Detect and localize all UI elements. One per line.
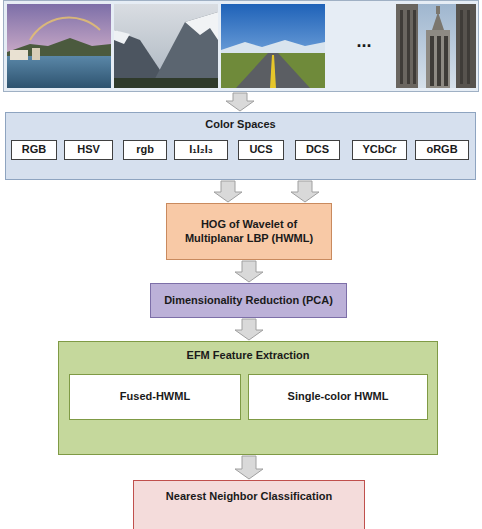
box-label: HSV xyxy=(74,143,103,156)
band-heading: EFM Feature Extraction xyxy=(184,349,313,362)
block-arrow xyxy=(235,261,263,282)
color-space-box: I₁I₂I₃ xyxy=(174,140,228,160)
color-space-box: UCS xyxy=(238,140,284,160)
box-label: ... xyxy=(334,31,394,53)
box-label: DCS xyxy=(303,143,332,156)
color-space-band: Color SpacesRGB HSV rgb I₁I₂I₃ UCS DCS YCbCr oR… xyxy=(5,112,476,180)
color-space-box: oRGB xyxy=(415,140,469,160)
box-label: oRGB xyxy=(423,143,460,156)
block-arrow xyxy=(235,456,263,479)
box-label: UCS xyxy=(246,143,275,156)
box-label: Fused-HWML xyxy=(117,390,193,403)
feature-extraction-band: EFM Feature ExtractionFused-HWML Single-c… xyxy=(58,341,438,455)
box-label: RGB xyxy=(19,143,49,156)
color-space-box: rgb xyxy=(123,140,167,160)
process-box: Dimensionality Reduction (PCA) xyxy=(150,283,347,318)
band-heading: Color Spaces xyxy=(202,118,278,131)
process-box: HOG of Wavelet of Multiplanar LBP (HWML) xyxy=(166,203,332,260)
box-label: Dimensionality Reduction (PCA) xyxy=(161,294,336,307)
color-space-box: DCS xyxy=(295,140,340,160)
box-label: HOG of Wavelet of Multiplanar LBP (HWML) xyxy=(170,218,328,244)
block-arrow xyxy=(291,181,319,202)
block-arrow xyxy=(235,319,263,340)
method-box: Fused-HWML xyxy=(69,374,241,420)
band-heading: Nearest Neighbor Classification xyxy=(163,490,335,503)
color-space-box: HSV xyxy=(64,140,113,160)
classifier-box: Nearest Neighbor Classification xyxy=(133,480,365,529)
box-label: Single-color HWML xyxy=(285,390,392,403)
box-label: I₁I₂I₃ xyxy=(186,143,216,156)
method-box: Single-color HWML xyxy=(248,374,428,420)
block-arrow xyxy=(226,93,254,111)
box-label: rgb xyxy=(133,143,157,156)
color-space-box: YCbCr xyxy=(352,140,407,160)
color-space-box: RGB xyxy=(11,140,57,160)
image-strip: ... xyxy=(3,0,479,92)
box-label: YCbCr xyxy=(359,143,399,156)
block-arrow xyxy=(214,181,242,202)
